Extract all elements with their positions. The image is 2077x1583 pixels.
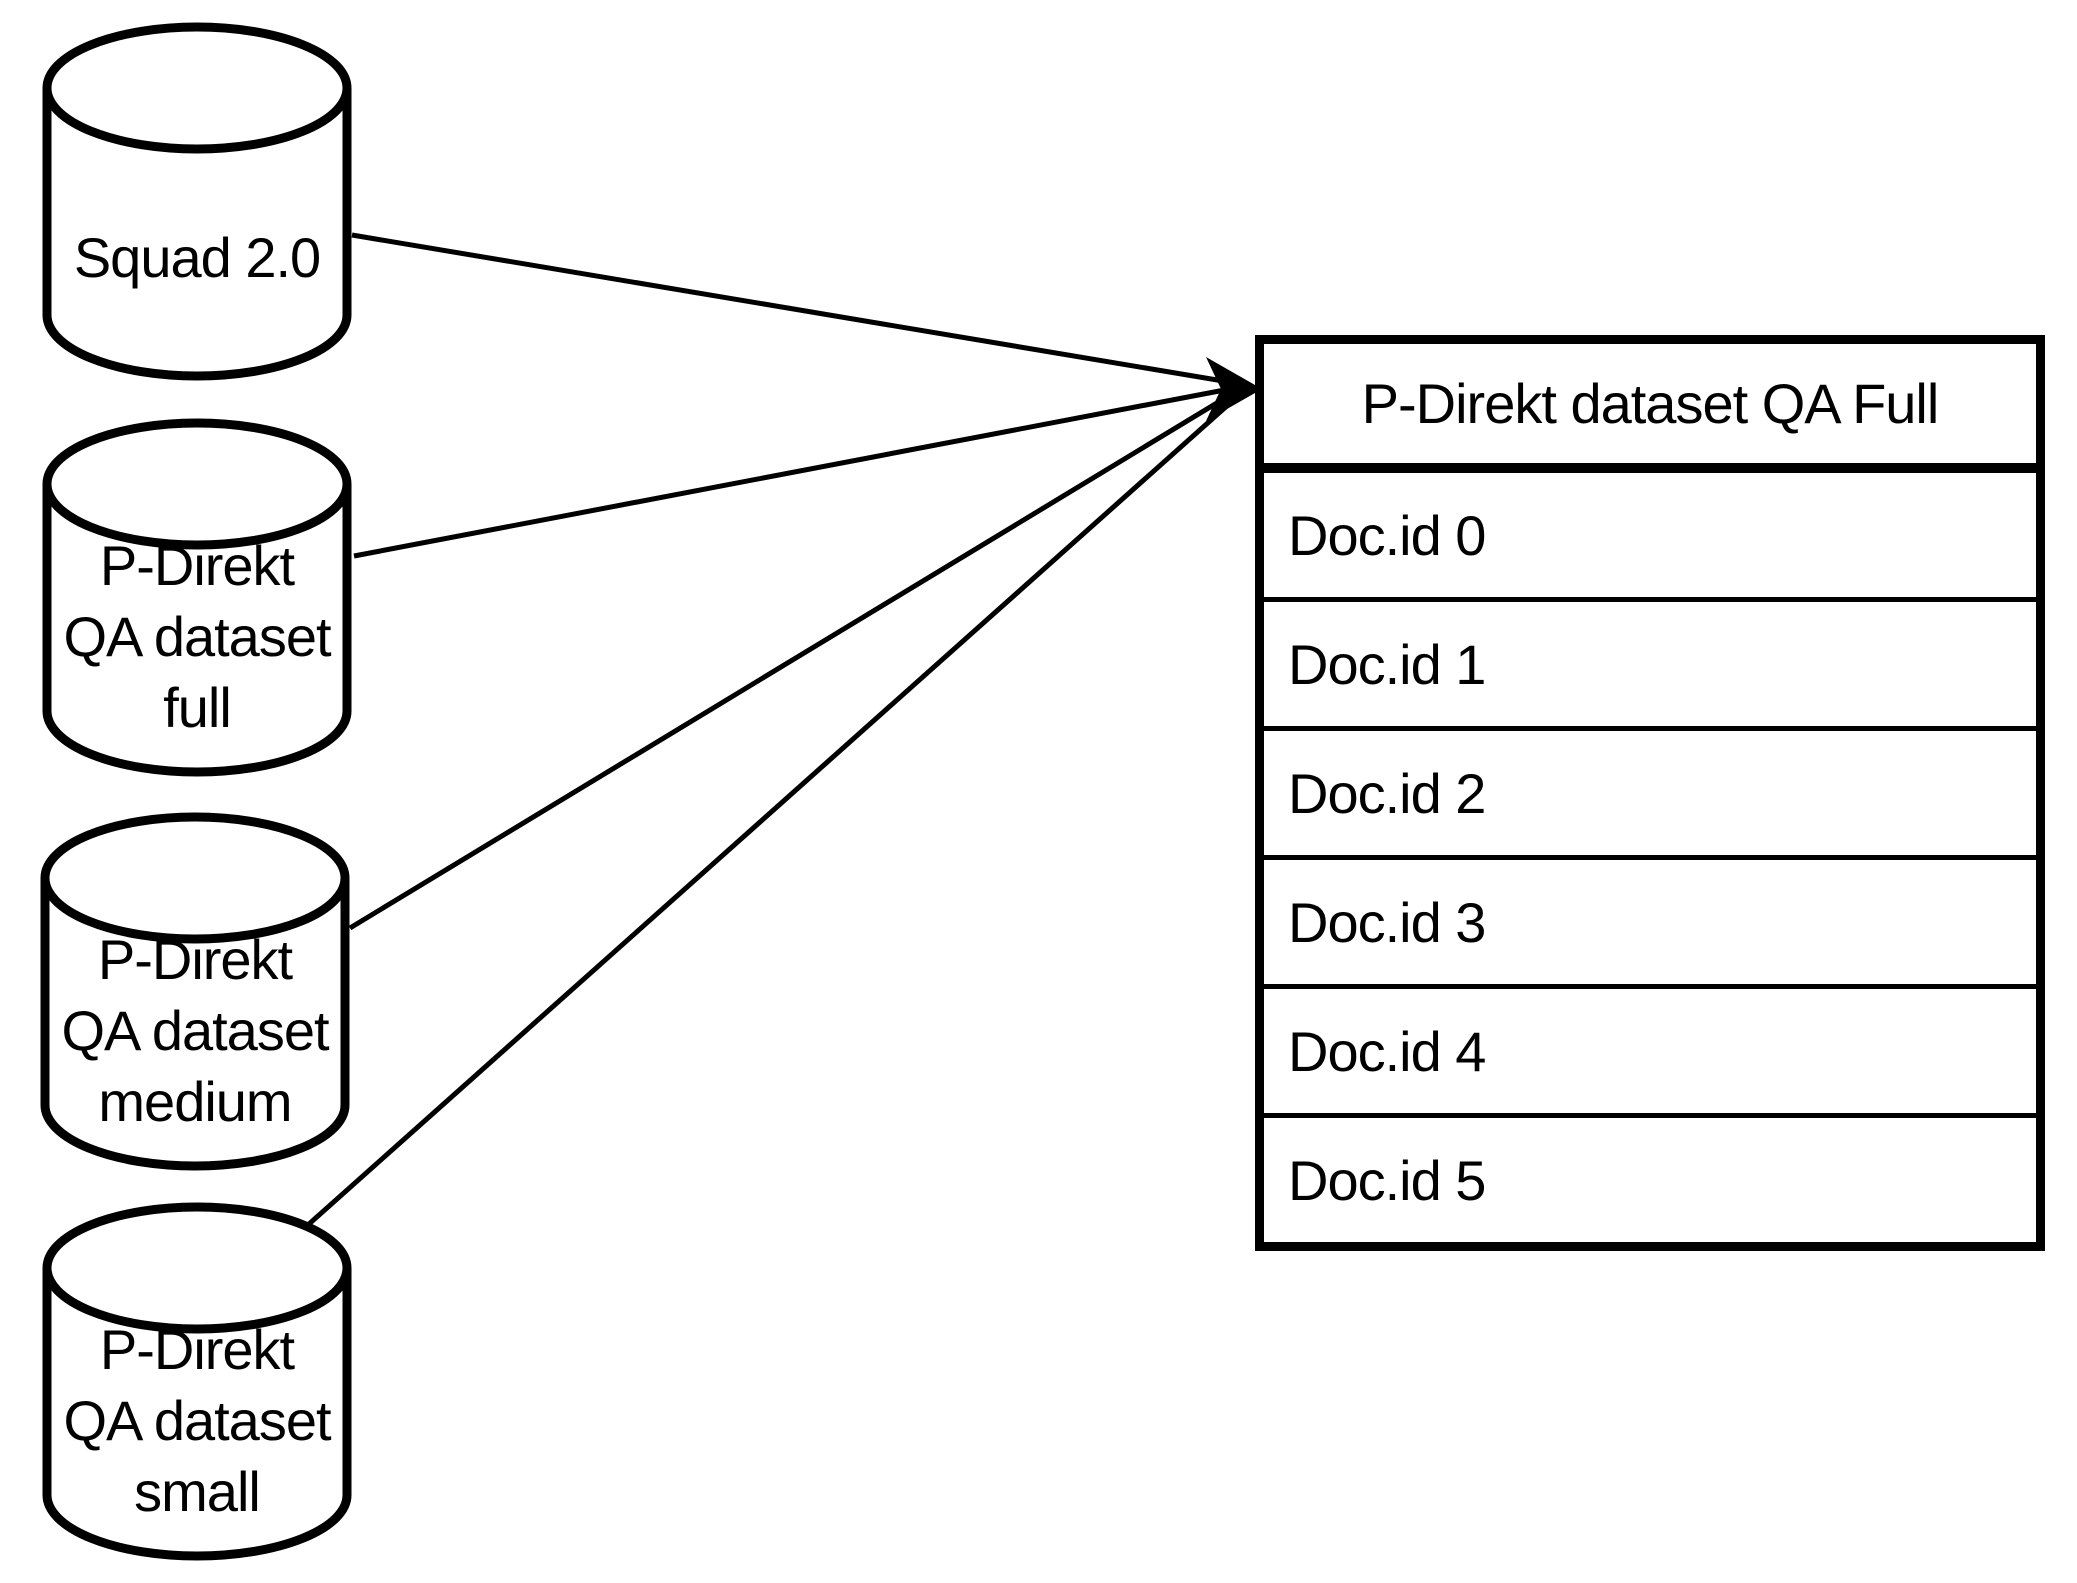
dataset-table: P-Direkt dataset QA Full Doc.id 0 Doc.id… [1255,335,2045,1251]
arrow-line-small-to-table [298,394,1240,1234]
table-row: Doc.id 5 [1288,1148,1486,1212]
cylinder-shape [42,1202,352,1561]
arrow-line-medium-to-table [348,389,1237,931]
table-row: Doc.id 3 [1264,860,2036,989]
table-row: Doc.id 2 [1264,731,2036,860]
cylinder-label-qa-dataset-full: P-Direkt QA dataset full [63,534,331,739]
cylinder-label-qa-dataset-medium: P-Direkt QA dataset medium [61,928,329,1133]
database-cylinder-qa-dataset-small: P-Direkt QA dataset small [42,1202,352,1562]
cylinder-shape [42,418,352,777]
database-cylinder-qa-dataset-medium: P-Direkt QA dataset medium [40,812,350,1172]
arrowhead-icon [1206,357,1262,421]
table-row: Doc.id 4 [1264,989,2036,1118]
table-row: Doc.id 1 [1264,602,2036,731]
cylinder-label-squad-2-0: Squad 2.0 [73,226,321,289]
cylinder-label-qa-dataset-small: P-Direkt QA dataset small [63,1318,331,1523]
cylinder-shape [42,22,352,381]
arrow-line-full-to-table [353,385,1236,559]
arrow-line-squad-to-table [351,232,1236,386]
table-header: P-Direkt dataset QA Full [1264,344,2036,473]
database-cylinder-qa-dataset-full: P-Direkt QA dataset full [42,418,352,778]
database-cylinder-squad-2-0: Squad 2.0 [42,22,352,382]
cylinder-shape [40,812,350,1171]
table-row: Doc.id 0 [1264,473,2036,602]
